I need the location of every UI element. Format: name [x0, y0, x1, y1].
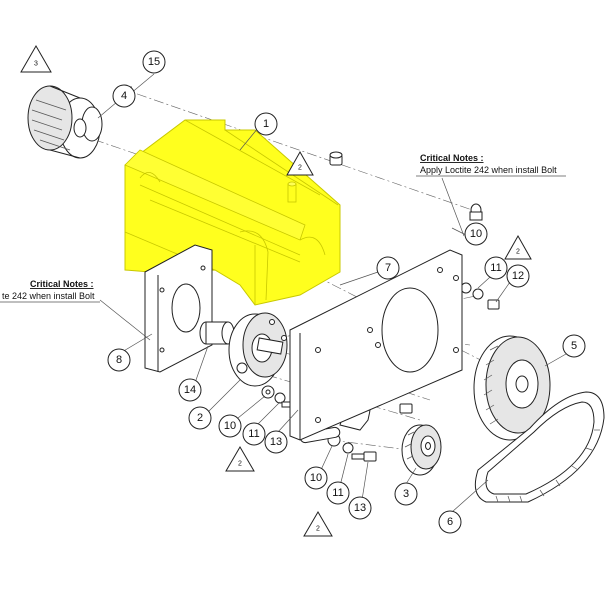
- balloon-13-bottom: 13: [348, 496, 372, 520]
- balloon-label: 13: [270, 436, 282, 448]
- balloon-13-left: 13: [264, 430, 288, 454]
- balloon-label: 2: [197, 412, 203, 424]
- balloon-label: 5: [571, 340, 577, 352]
- balloon-2: 2: [188, 406, 212, 430]
- bushing: [329, 151, 343, 166]
- balloon-10-left: 10: [218, 414, 242, 438]
- balloon-label: 11: [490, 262, 501, 274]
- triangle-label: 2: [316, 526, 320, 533]
- balloon-3: 3: [394, 482, 418, 506]
- triangle-callout: 2: [286, 150, 314, 176]
- leader-lines: [97, 73, 567, 513]
- balloon-label: 11: [248, 428, 259, 440]
- timing-belt: [474, 391, 605, 503]
- triangle-label: 3: [34, 61, 38, 68]
- balloon-10-bottom: 10: [304, 466, 328, 490]
- balloon-10-top: 10: [464, 222, 488, 246]
- balloon-label: 12: [512, 270, 524, 282]
- note-text: te 242 when install Bolt: [2, 291, 95, 301]
- balloon-label: 13: [354, 502, 366, 514]
- bolt-stack-bottom: [327, 433, 377, 462]
- note-text: Apply Loctite 242 when install Bolt: [420, 165, 557, 175]
- balloon-1: 1: [254, 112, 278, 136]
- balloon-label: 10: [224, 420, 236, 432]
- balloon-label: 3: [403, 488, 409, 500]
- balloon-11-left: 11: [242, 422, 266, 446]
- triangle-label: 2: [298, 165, 302, 172]
- balloon-label: 10: [310, 472, 322, 484]
- drive-pulley-small: [228, 312, 288, 387]
- shaft-coupler: [199, 321, 235, 345]
- balloon-label: 8: [116, 354, 122, 366]
- balloon-label: 10: [470, 228, 482, 240]
- triangle-label: 2: [238, 461, 242, 468]
- balloon-label: 14: [184, 384, 196, 396]
- balloon-8: 8: [107, 348, 131, 372]
- critical-note-left: Critical Notes : te 242 when install Bol…: [0, 279, 100, 303]
- triangle-callout: 2: [225, 446, 255, 472]
- balloon-4: 4: [112, 84, 136, 108]
- note-heading: Critical Notes :: [30, 279, 94, 289]
- balloon-6: 6: [438, 510, 462, 534]
- triangle-callout: 2: [303, 511, 333, 537]
- triangle-callout: 2: [504, 234, 532, 260]
- balloon-14: 14: [178, 378, 202, 402]
- balloon-label: 7: [385, 262, 391, 274]
- triangle-callout: 3: [20, 44, 52, 73]
- main-plate: [289, 249, 463, 441]
- timing-pulley-top: [27, 85, 103, 159]
- balloon-label: 11: [332, 487, 343, 499]
- balloon-7: 7: [376, 256, 400, 280]
- balloon-5: 5: [562, 334, 586, 358]
- balloon-15: 15: [142, 50, 166, 74]
- flange-plate: [144, 244, 213, 373]
- timing-pulley-lower: [401, 424, 442, 476]
- balloon-11-right: 11: [484, 256, 508, 280]
- balloon-label: 15: [148, 56, 160, 68]
- balloon-label: 1: [263, 118, 269, 130]
- triangle-label: 2: [516, 249, 520, 256]
- driven-pulley-large: [473, 335, 551, 441]
- bolt-stack-right: [460, 203, 500, 310]
- critical-note-right: Critical Notes : Apply Loctite 242 when …: [416, 153, 566, 177]
- balloon-12: 12: [506, 264, 530, 288]
- note-heading: Critical Notes :: [420, 153, 484, 163]
- balloon-label: 4: [121, 90, 127, 102]
- balloon-label: 6: [447, 516, 453, 528]
- balloon-11-bottom: 11: [326, 481, 350, 505]
